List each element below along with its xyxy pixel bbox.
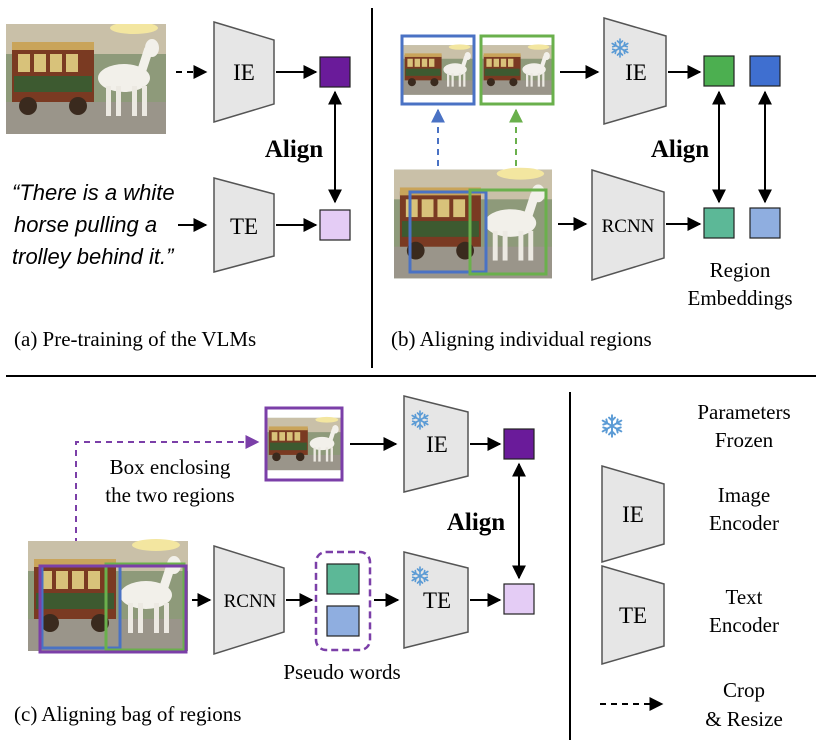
panel-c-enclosing-box	[38, 564, 188, 654]
panel-b-rcnn-label: RCNN	[602, 216, 655, 237]
panel-c-rcnn-encoder	[213, 544, 285, 656]
legend-text-encoder-1: Text	[725, 585, 762, 609]
snowflake-icon	[601, 414, 623, 438]
legend-frozen-2: Frozen	[715, 428, 774, 452]
legend-text-encoder-symbol	[601, 565, 665, 665]
legend: Parameters Frozen IE Image Encoder TE Te…	[600, 400, 791, 731]
panel-c-pseudo-label: Pseudo words	[283, 660, 400, 684]
panel-c-image-embedding	[503, 428, 535, 460]
panel-b-image-embedding-green	[703, 55, 735, 87]
legend-text-encoder-2: Encoder	[709, 613, 779, 637]
panel-c-text-encoder-label: TE	[423, 588, 451, 613]
legend-text-encoder-symbol-label: TE	[619, 603, 647, 628]
panel-a-align-label: Align	[265, 136, 323, 163]
panel-c-box-label-1: Box enclosing	[110, 455, 231, 479]
panel-c-pseudo-word-lightblue	[326, 605, 360, 637]
panel-a-text-embedding	[319, 209, 351, 241]
panel-a-title: (a) Pre-training of the VLMs	[14, 327, 256, 351]
panel-c-text-embedding	[503, 583, 535, 615]
panel-c-crop-photo	[266, 416, 342, 471]
panel-b: IE RCNN Align Region Embeddings (b) Alig…	[391, 17, 793, 351]
panel-b-crop-blue-frame	[400, 34, 476, 106]
panel-b-crop-blue-photo	[402, 44, 474, 95]
panel-b-crop-green-photo	[481, 44, 553, 95]
legend-crop-2: & Resize	[705, 707, 783, 731]
panel-a-image-encoder	[213, 20, 275, 124]
panel-c-region-box-green	[104, 562, 186, 652]
legend-frozen-1: Parameters	[697, 400, 790, 424]
panel-b-region-embedding-teal	[703, 207, 735, 239]
panel-c-rcnn-label: RCNN	[224, 591, 277, 612]
panel-b-region-label-2: Embeddings	[688, 286, 793, 310]
panel-b-photo	[394, 167, 552, 279]
legend-image-encoder-1: Image	[718, 483, 770, 507]
panel-c-crop-route	[75, 435, 260, 566]
panel-a-caption-line-3: trolley behind it.”	[12, 244, 175, 269]
legend-crop-1: Crop	[723, 678, 765, 702]
panel-b-align-label: Align	[651, 136, 709, 163]
panel-c-crop-frame	[264, 406, 344, 482]
panel-a-caption-line-2: horse pulling a	[14, 212, 157, 237]
panel-a-image-embedding	[319, 56, 351, 88]
legend-image-encoder-2: Encoder	[709, 511, 779, 535]
panel-c-photo	[28, 539, 188, 651]
panel-b-region-box-green	[468, 188, 548, 276]
panel-c-pseudo-words-group	[314, 550, 372, 652]
panel-c-title: (c) Aligning bag of regions	[14, 702, 241, 726]
panel-b-image-encoder-label: IE	[625, 60, 647, 85]
panel-b-title: (b) Aligning individual regions	[391, 327, 652, 351]
panel-b-region-label-1: Region	[710, 258, 771, 282]
panel-a-photo	[6, 24, 166, 134]
panel-c: Box enclosing the two regions IE Align R…	[14, 395, 535, 726]
legend-image-encoder-symbol	[601, 465, 665, 563]
panel-b-crop-green-frame	[479, 34, 555, 106]
legend-image-encoder-symbol-label: IE	[622, 502, 644, 527]
panel-c-pseudo-word-teal	[326, 563, 360, 595]
panel-a-image-encoder-label: IE	[233, 60, 255, 85]
panel-a: IE Align “There is a white horse pulling…	[6, 20, 351, 351]
panel-c-image-encoder-label: IE	[426, 432, 448, 457]
panel-b-rcnn-encoder	[591, 168, 665, 282]
panel-c-align-label: Align	[447, 509, 505, 536]
panel-b-region-embedding-lightblue	[749, 207, 781, 239]
panel-a-text-encoder	[213, 177, 275, 273]
panel-c-box-label-2: the two regions	[105, 483, 234, 507]
panel-b-image-embedding-blue	[749, 55, 781, 87]
panel-a-text-encoder-label: TE	[230, 214, 258, 239]
panel-a-caption-line-1: “There is a white	[12, 180, 175, 205]
panel-b-region-box-blue	[408, 190, 488, 274]
